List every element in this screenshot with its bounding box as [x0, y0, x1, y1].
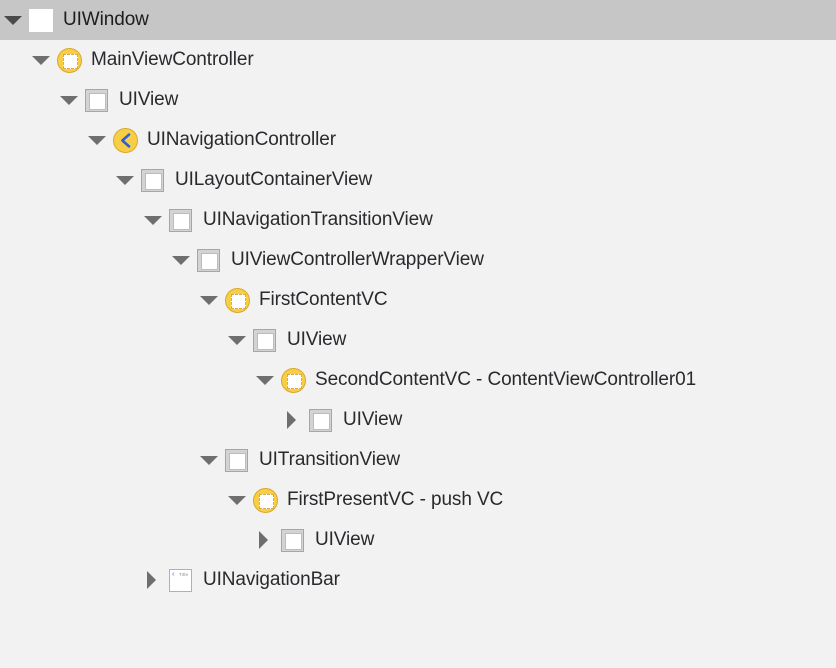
- navigation-bar-icon-glyph: ‹ Title: [169, 569, 192, 592]
- tree-row[interactable]: UIViewControllerWrapperView: [0, 240, 836, 280]
- disclosure-triangle-open-icon[interactable]: [30, 40, 52, 80]
- disclosure-triangle-open-icon[interactable]: [58, 80, 80, 120]
- disclosure-triangle-closed-icon[interactable]: [282, 400, 304, 440]
- view-icon: [278, 520, 308, 560]
- view-icon: [82, 80, 112, 120]
- view-icon-glyph: [85, 89, 108, 112]
- tree-row[interactable]: SecondContentVC - ContentViewController0…: [0, 360, 836, 400]
- tree-row[interactable]: UIView: [0, 80, 836, 120]
- view-icon-glyph: [281, 529, 304, 552]
- view-icon-glyph: [309, 409, 332, 432]
- tree-row-label: UIViewControllerWrapperView: [231, 249, 484, 270]
- navigation-controller-icon: [110, 120, 140, 160]
- tree-row-label: UINavigationBar: [203, 569, 340, 590]
- view-controller-icon: [222, 280, 252, 320]
- disclosure-triangle-open-icon[interactable]: [226, 320, 248, 360]
- tree-row-label: UIView: [119, 89, 179, 110]
- window-icon-glyph: [29, 9, 53, 32]
- disclosure-triangle-open-icon[interactable]: [198, 440, 220, 480]
- tree-row-label: UIView: [287, 329, 347, 350]
- view-controller-icon: [54, 40, 84, 80]
- tree-row[interactable]: UITransitionView: [0, 440, 836, 480]
- tree-row[interactable]: UIView: [0, 520, 836, 560]
- tree-row-label: UITransitionView: [259, 449, 400, 470]
- disclosure-triangle-open-icon[interactable]: [114, 160, 136, 200]
- disclosure-triangle-open-icon[interactable]: [254, 360, 276, 400]
- view-icon: [194, 240, 224, 280]
- disclosure-triangle-open-icon[interactable]: [142, 200, 164, 240]
- disclosure-triangle-closed-icon[interactable]: [142, 560, 164, 600]
- view-controller-icon: [250, 480, 280, 520]
- disclosure-triangle-open-icon[interactable]: [170, 240, 192, 280]
- disclosure-triangle-closed-icon[interactable]: [254, 520, 276, 560]
- tree-row[interactable]: UINavigationController: [0, 120, 836, 160]
- disclosure-triangle-open-icon[interactable]: [86, 120, 108, 160]
- view-controller-icon-glyph: [253, 488, 278, 513]
- tree-row[interactable]: UILayoutContainerView: [0, 160, 836, 200]
- disclosure-triangle-open-icon[interactable]: [2, 0, 24, 40]
- window-icon: [26, 0, 56, 40]
- tree-row[interactable]: UINavigationTransitionView: [0, 200, 836, 240]
- tree-row[interactable]: UIView: [0, 320, 836, 360]
- view-controller-icon-glyph: [281, 368, 306, 393]
- view-controller-icon-glyph: [57, 48, 82, 73]
- tree-row[interactable]: FirstPresentVC - push VC: [0, 480, 836, 520]
- tree-row[interactable]: UIWindow: [0, 0, 836, 40]
- navbar-back-chevron-icon: ‹: [172, 571, 175, 578]
- tree-row-label: FirstPresentVC - push VC: [287, 489, 504, 510]
- view-icon-glyph: [197, 249, 220, 272]
- view-icon: [306, 400, 336, 440]
- view-controller-icon: [278, 360, 308, 400]
- navbar-title-text: Title: [179, 572, 189, 577]
- tree-row-label: FirstContentVC: [259, 289, 388, 310]
- view-icon: [138, 160, 168, 200]
- tree-row-label: UILayoutContainerView: [175, 169, 373, 190]
- tree-row[interactable]: UIView: [0, 400, 836, 440]
- chevron-left-icon: [113, 128, 138, 153]
- tree-row-label: UIWindow: [63, 9, 149, 30]
- tree-row-label: UINavigationTransitionView: [203, 209, 433, 230]
- view-icon-glyph: [141, 169, 164, 192]
- view-icon-glyph: [169, 209, 192, 232]
- tree-row-label: SecondContentVC - ContentViewController0…: [315, 369, 697, 390]
- disclosure-triangle-open-icon[interactable]: [198, 280, 220, 320]
- view-icon-glyph: [225, 449, 248, 472]
- tree-row-label: UIView: [315, 529, 375, 550]
- view-controller-icon-glyph: [225, 288, 250, 313]
- tree-row-label: UIView: [343, 409, 403, 430]
- view-icon: [222, 440, 252, 480]
- view-icon-glyph: [253, 329, 276, 352]
- view-icon: [250, 320, 280, 360]
- tree-row-label: MainViewController: [91, 49, 254, 70]
- tree-row[interactable]: FirstContentVC: [0, 280, 836, 320]
- navigation-bar-icon: ‹ Title: [166, 560, 196, 600]
- tree-row[interactable]: MainViewController: [0, 40, 836, 80]
- tree-row[interactable]: ‹ Title UINavigationBar: [0, 560, 836, 600]
- disclosure-triangle-open-icon[interactable]: [226, 480, 248, 520]
- view-icon: [166, 200, 196, 240]
- tree-row-label: UINavigationController: [147, 129, 336, 150]
